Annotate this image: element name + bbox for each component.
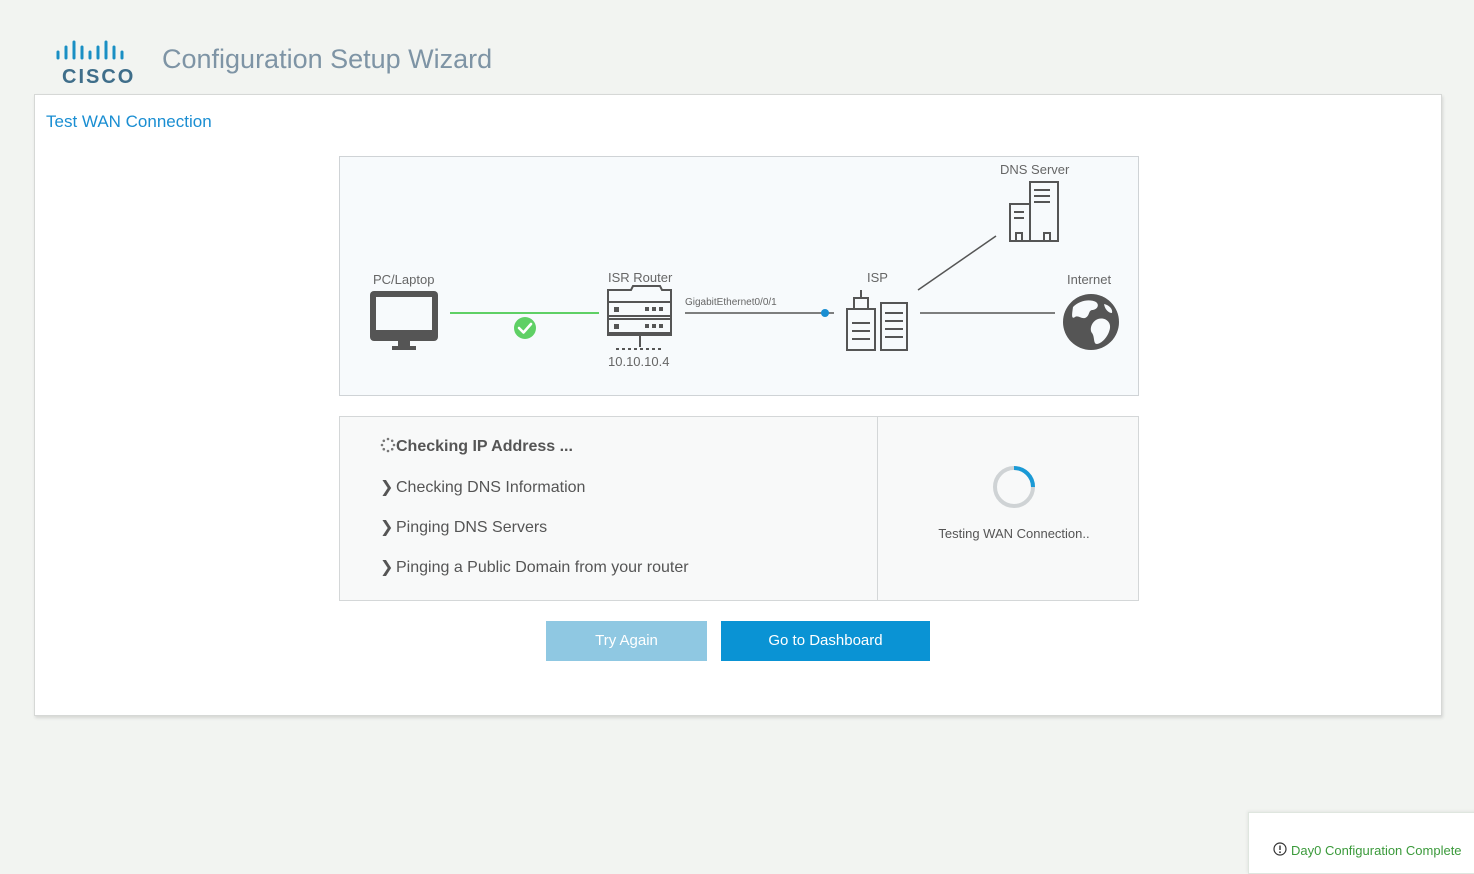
notification-toast[interactable]: Day0 Configuration Complete	[1248, 812, 1474, 874]
card-title: Test WAN Connection	[46, 112, 212, 131]
router-label: ISR Router	[608, 270, 673, 285]
testing-status-text: Testing WAN Connection..	[938, 526, 1090, 541]
step-pinging-domain: ❯Pinging a Public Domain from your route…	[380, 557, 689, 577]
dns-server-icon	[1009, 181, 1059, 242]
topology-graphic	[370, 181, 1119, 351]
step-pinging-dns: ❯Pinging DNS Servers	[380, 517, 547, 537]
logo-text: CISCO	[62, 66, 135, 88]
try-again-button[interactable]: Try Again	[546, 621, 707, 661]
router-icon	[607, 285, 672, 350]
step-label: Checking DNS Information	[396, 479, 586, 496]
chevron-right-icon: ❯	[380, 519, 394, 536]
monitor-icon	[370, 291, 438, 350]
dns-label: DNS Server	[1000, 162, 1070, 177]
check-circle-icon	[514, 317, 536, 339]
interface-label: GigabitEthernet0/0/1	[685, 297, 777, 308]
step-checking-ip: Checking IP Address ...	[380, 437, 573, 456]
page-title: Configuration Setup Wizard	[162, 44, 493, 74]
status-area: Testing WAN Connection..	[878, 417, 1138, 600]
steps-list: Checking IP Address ... ❯Checking DNS In…	[340, 417, 878, 600]
toast-message: Day0 Configuration Complete	[1291, 843, 1462, 858]
network-diagram: PC/Laptop ISR Router 10.10.10.4 GigabitE…	[339, 156, 1139, 396]
go-to-dashboard-button[interactable]: Go to Dashboard	[721, 621, 930, 661]
info-circle-icon	[1273, 842, 1287, 856]
router-ip: 10.10.10.4	[608, 354, 670, 369]
page-header: CISCO Configuration Setup Wizard	[0, 0, 1474, 94]
wizard-card: Test WAN Connection	[34, 94, 1442, 716]
chevron-right-icon: ❯	[380, 559, 394, 576]
loading-spinner-icon	[993, 466, 1035, 508]
step-label: Pinging DNS Servers	[396, 519, 548, 536]
spinner-dots-icon	[380, 437, 396, 453]
pc-label: PC/Laptop	[373, 272, 435, 287]
step-label: Checking IP Address ...	[396, 438, 573, 455]
isp-dns-link	[917, 235, 997, 291]
chevron-right-icon: ❯	[380, 479, 394, 496]
internet-label: Internet	[1067, 272, 1112, 287]
isp-label: ISP	[867, 270, 888, 285]
test-steps-panel: Checking IP Address ... ❯Checking DNS In…	[339, 416, 1139, 601]
globe-icon	[1063, 294, 1119, 350]
step-checking-dns: ❯Checking DNS Information	[380, 477, 585, 497]
isp-buildings-icon	[846, 290, 908, 351]
cisco-logo: CISCO	[56, 40, 135, 88]
interface-dot	[821, 309, 829, 317]
step-label: Pinging a Public Domain from your router	[396, 559, 689, 576]
